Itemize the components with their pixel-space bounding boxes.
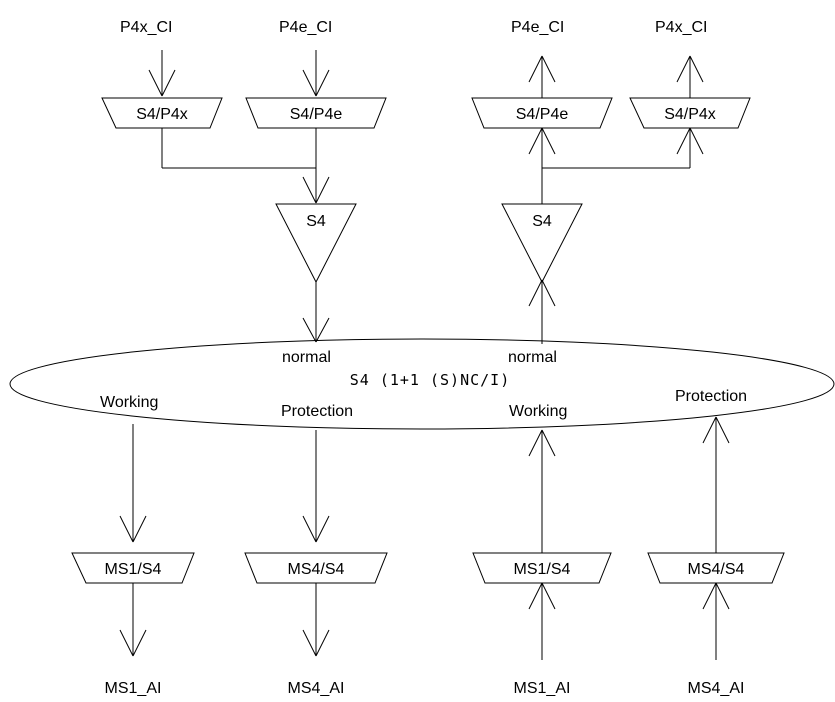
protection-title: S4 (1+1 (S)NC/I) [350,371,511,389]
adaptation-s4-p4x-left: S4/P4x [101,97,223,129]
cp-arrow-p4e-left [302,50,330,97]
normal-label-right: normal [508,349,557,366]
working-label-left: Working [100,394,158,411]
arrow-working-right-up [528,429,556,553]
ap-label-ms4-right: MS4_AI [688,680,745,697]
adaptation-s4-p4e-left: S4/P4e [245,97,387,129]
normal-label-left: normal [282,349,331,366]
arrow-ms4-ai-left [302,583,330,657]
ap-label-ms1-right: MS1_AI [514,680,571,697]
adaptation-label: S4/P4x [664,106,716,123]
adaptation-label: MS4/S4 [288,561,345,578]
cp-label-p4e-left: P4e_CI [279,19,332,36]
cp-label-p4x-left: P4x_CI [120,19,172,36]
ap-label-ms1-left: MS1_AI [105,680,162,697]
adaptation-label: S4/P4e [290,106,343,123]
arrow-protection-left-down [302,430,330,543]
termination-label: S4 [306,213,326,230]
arrow-ms1-ai-right [528,582,556,660]
cp-label-p4e-right: P4e_CI [511,19,564,36]
arrow-working-left-down [119,424,147,543]
connector-lines-top-right [528,127,704,204]
adaptation-ms1-s4-right: MS1/S4 [472,552,612,584]
cp-label-p4x-right: P4x_CI [655,19,707,36]
arrow-ms4-ai-right [702,582,730,660]
adaptation-label: MS4/S4 [688,561,745,578]
cp-arrow-p4e-right [528,55,556,98]
adaptation-label: MS1/S4 [514,561,571,578]
arrow-protection-right-up [702,416,730,553]
adaptation-label: MS1/S4 [105,561,162,578]
adaptation-label: S4/P4x [136,106,188,123]
adaptation-ms4-s4-right: MS4/S4 [647,552,785,584]
arrow-to-protection-left [302,282,330,343]
adaptation-ms4-s4-left: MS4/S4 [244,552,388,584]
adaptation-s4-p4x-right: S4/P4x [629,97,751,129]
cp-arrow-p4x-right [676,55,704,98]
termination-s4-right: S4 [501,203,583,284]
arrow-ms1-ai-left [119,583,147,657]
termination-s4-left: S4 [275,203,357,284]
termination-label: S4 [532,213,552,230]
protection-label-left: Protection [281,403,353,420]
adaptation-s4-p4e-right: S4/P4e [471,97,613,129]
adaptation-label: S4/P4e [516,106,569,123]
working-label-right: Working [509,403,567,420]
cp-arrow-p4x-left [148,50,176,97]
protection-connection-ellipse: S4 (1+1 (S)NC/I) [9,338,835,430]
connector-lines-top-left [161,128,330,204]
protection-label-right: Protection [675,388,747,405]
adaptation-ms1-s4-left: MS1/S4 [71,552,195,584]
ap-label-ms4-left: MS4_AI [288,680,345,697]
arrow-from-protection-right [528,279,556,344]
